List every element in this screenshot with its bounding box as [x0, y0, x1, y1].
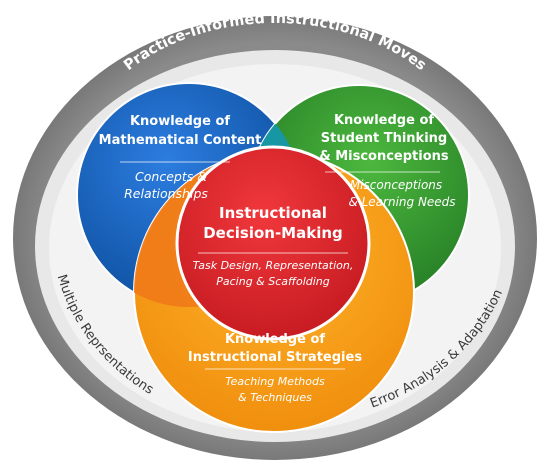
student-sub-line1: Misconceptions: [350, 178, 442, 192]
center-circle: [175, 145, 371, 341]
student-title-line2: Student Thinking: [321, 131, 447, 146]
strategies-title-line1: Knowledge of: [225, 332, 325, 347]
strategies-title-line2: Instructional Strategies: [188, 350, 362, 365]
math-title-line2: Mathematical Content: [99, 133, 262, 148]
math-title-line1: Knowledge of: [130, 114, 230, 129]
strategies-sub-line1: Teaching Methods: [225, 375, 325, 388]
student-title-line1: Knowledge of: [334, 113, 434, 128]
math-sub-line2: Relationships: [124, 186, 208, 201]
math-sub-line1: Concepts &: [135, 169, 207, 184]
student-sub-line2: & Learning Needs: [348, 195, 455, 209]
center-title-line1: Instructional: [219, 204, 327, 222]
center-sub-line2: Pacing & Scaffolding: [216, 275, 330, 288]
strategies-sub-line2: & Techniques: [238, 391, 312, 404]
center-title-line2: Decision-Making: [203, 224, 343, 242]
center-sub-line1: Task Design, Representation,: [193, 259, 354, 272]
student-title-line3: & Misconceptions: [319, 149, 449, 164]
